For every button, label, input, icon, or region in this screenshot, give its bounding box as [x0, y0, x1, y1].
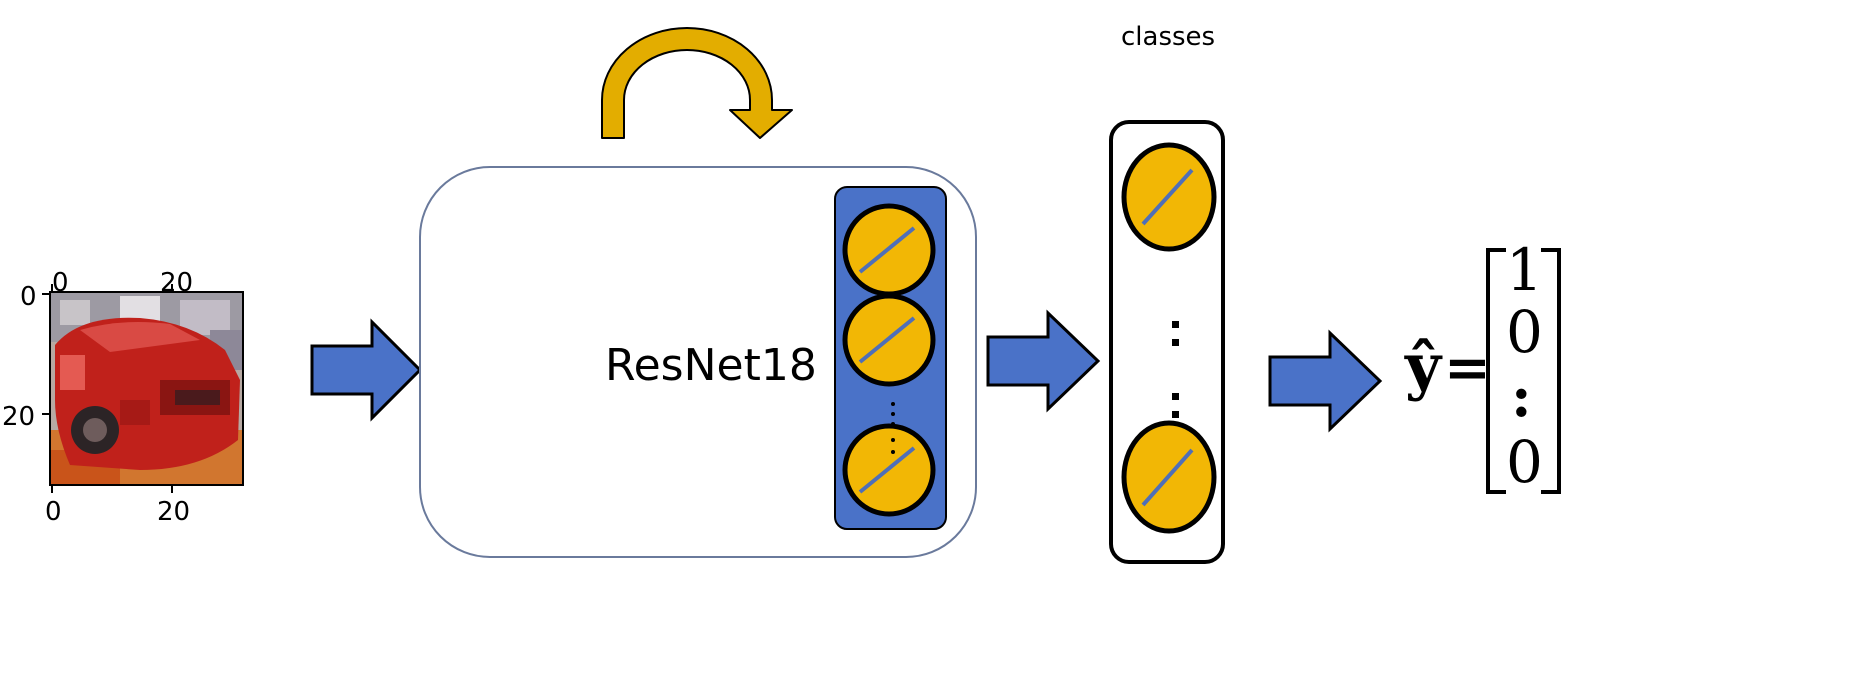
class-neuron-bottom — [1121, 420, 1217, 534]
y-hat-symbol: ŷ — [1405, 330, 1442, 403]
vector-entry-3: : — [1511, 364, 1532, 430]
arrow-input-to-model — [310, 318, 423, 422]
equals-sign: = — [1444, 335, 1491, 401]
vector-entry-4: 0 — [1506, 428, 1543, 496]
image-axes — [42, 284, 244, 493]
arrow-classes-to-output — [1268, 329, 1383, 433]
arrow-model-to-classes — [986, 309, 1101, 413]
classes-label: classes — [1121, 22, 1216, 52]
x-tick-bottom-0: 0 — [45, 497, 62, 527]
classes-ellipsis — [1172, 321, 1179, 418]
class-neuron-top — [1121, 142, 1217, 252]
vector-entry-2: 0 — [1506, 298, 1543, 366]
car-photo — [50, 292, 243, 485]
model-label: ResNet18 — [605, 340, 817, 391]
panel-neuron-3 — [842, 423, 936, 517]
panel-neuron-2 — [842, 293, 936, 387]
vector-brackets — [1486, 248, 1561, 494]
y-tick-20: 20 — [2, 402, 36, 432]
panel-ellipsis-over-neuron — [891, 438, 895, 454]
x-tick-top-0: 0 — [52, 268, 69, 298]
x-tick-bottom-20: 20 — [157, 497, 191, 527]
vector-entry-1: 1 — [1506, 236, 1543, 304]
curved-arrow — [601, 27, 793, 139]
panel-neuron-1 — [842, 203, 936, 297]
y-tick-0: 0 — [20, 282, 37, 312]
